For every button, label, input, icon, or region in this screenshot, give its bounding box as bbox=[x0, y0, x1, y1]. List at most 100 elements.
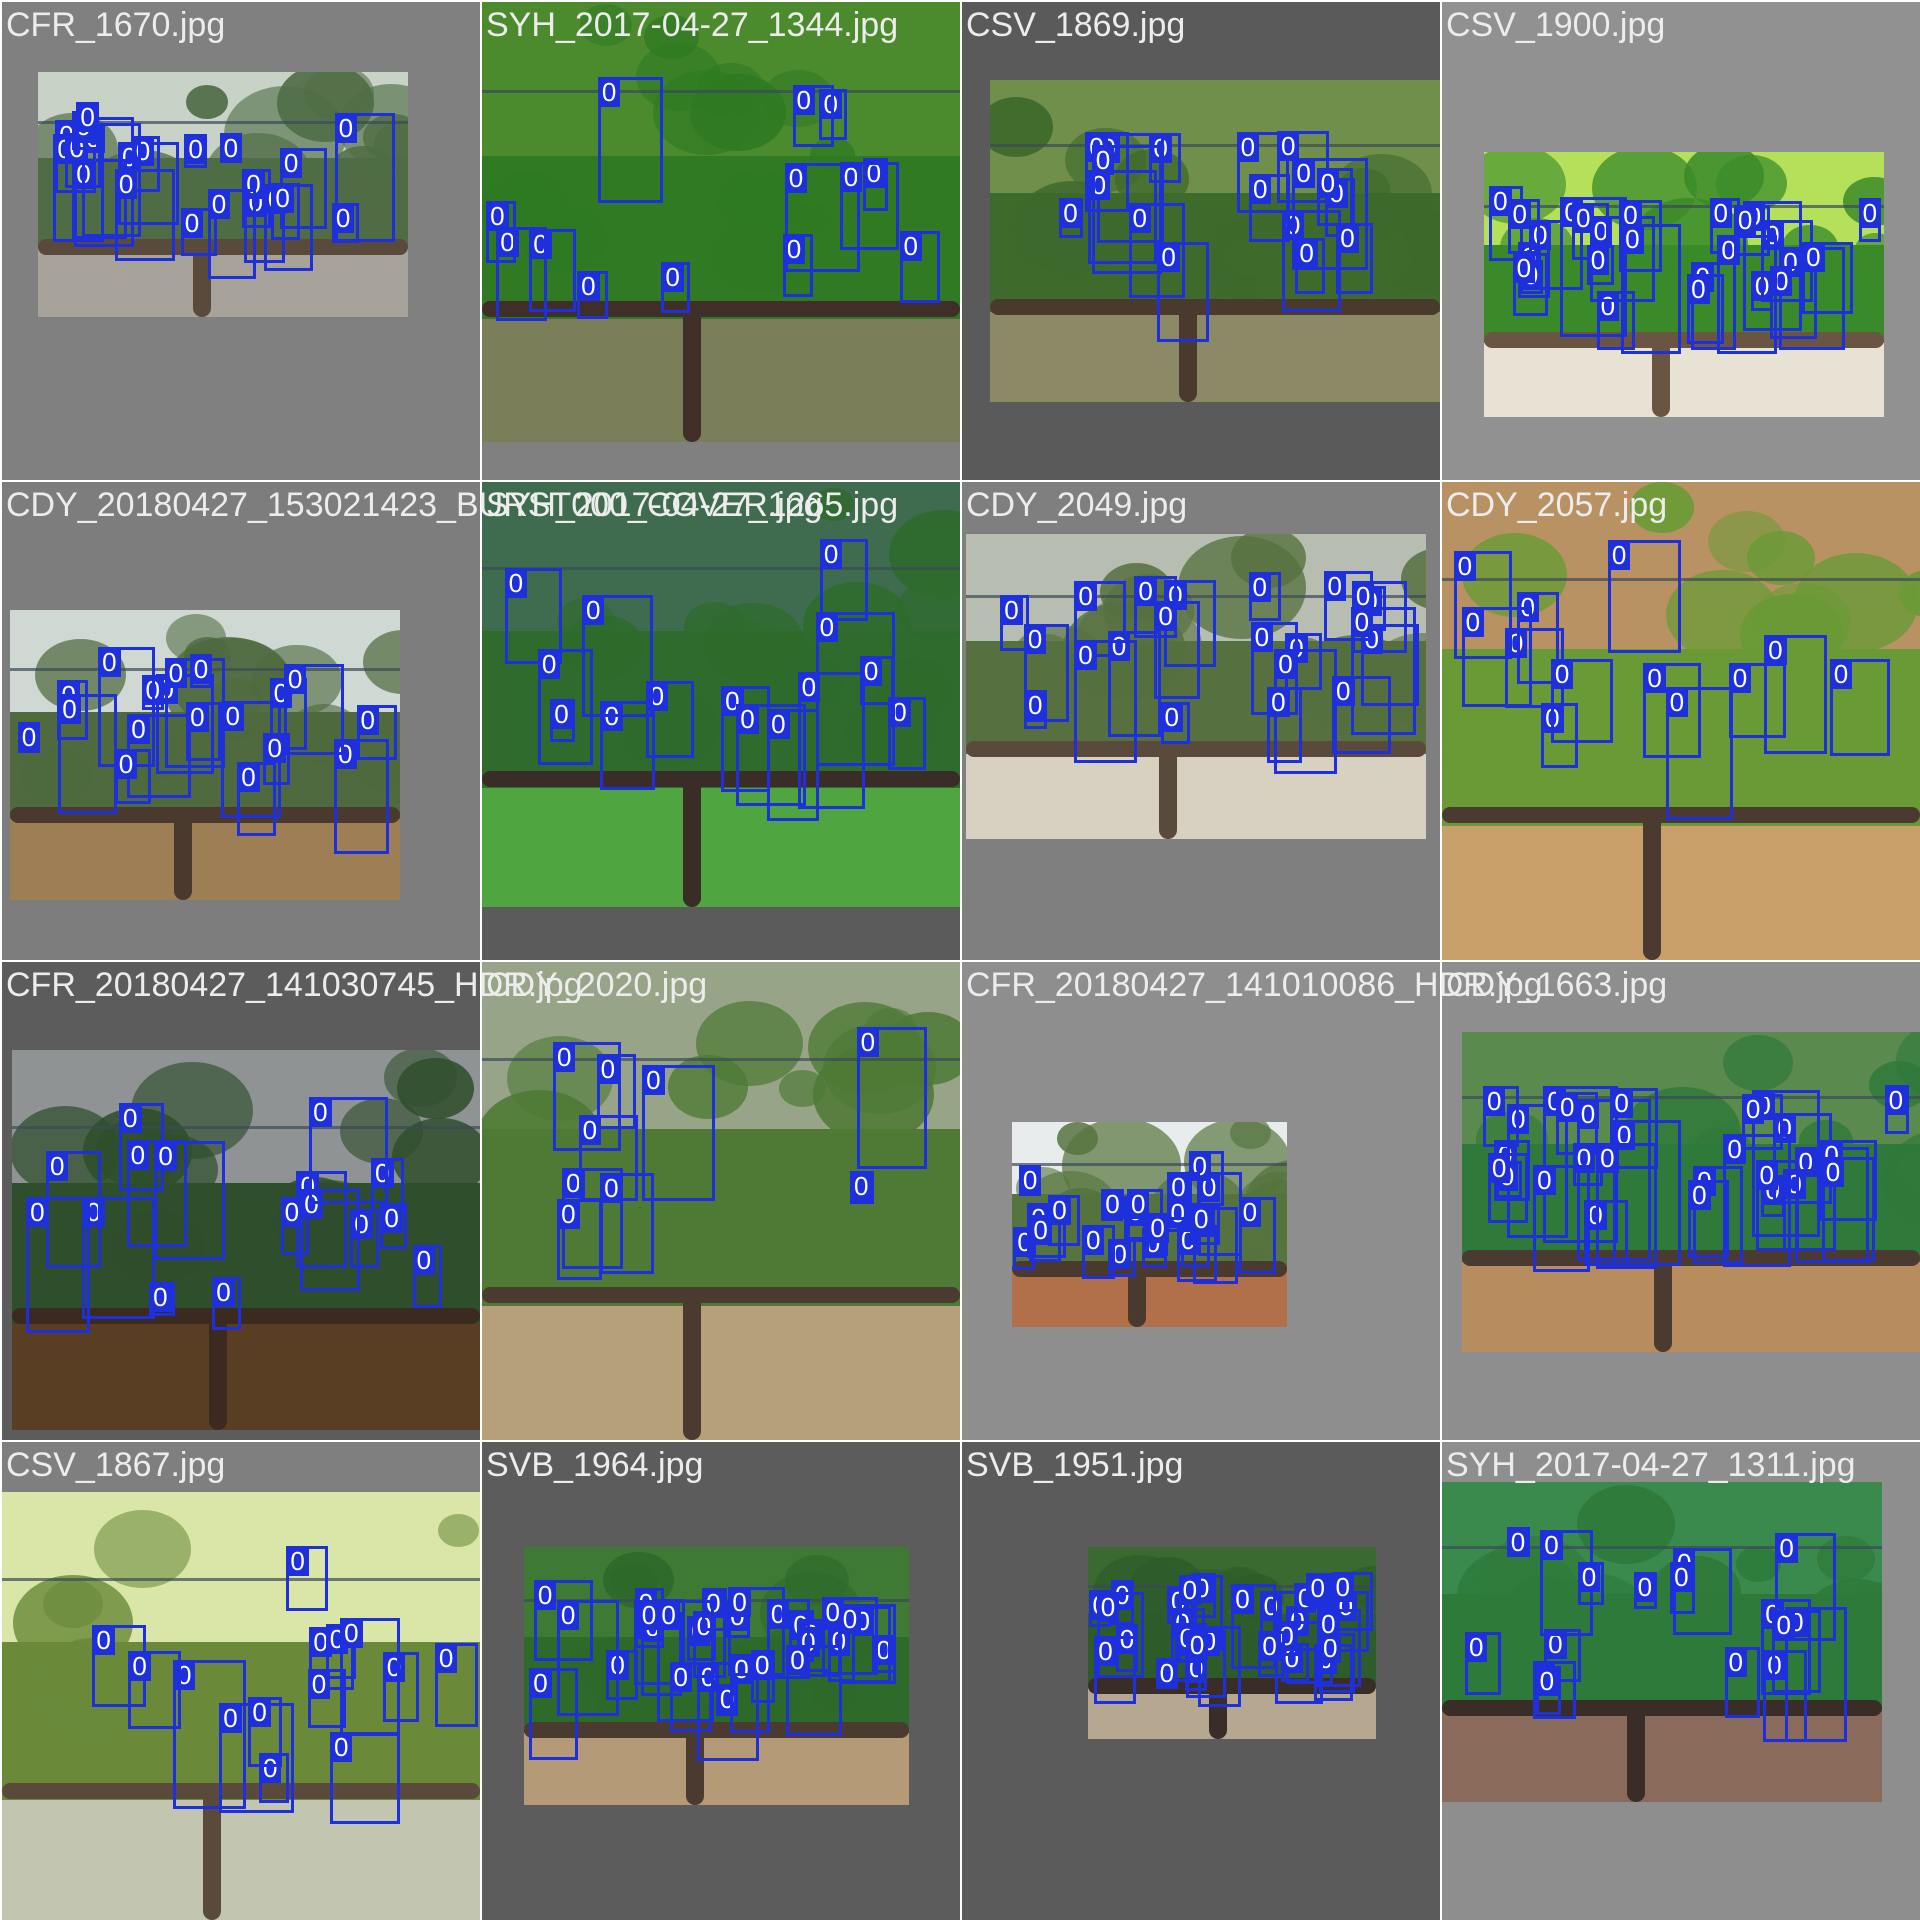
grape-bunch-bbox: 0 bbox=[248, 1697, 283, 1768]
class-label: 0 bbox=[1533, 1165, 1556, 1196]
grape-bunch-bbox: 0 bbox=[1724, 1646, 1761, 1718]
class-label: 0 bbox=[1018, 1165, 1042, 1196]
class-label: 0 bbox=[1000, 595, 1023, 626]
class-label: 0 bbox=[815, 612, 839, 643]
class-label: 0 bbox=[1665, 686, 1689, 717]
grape-bunch-bbox: 0 bbox=[1160, 701, 1190, 745]
class-label: 0 bbox=[1029, 1215, 1052, 1246]
image-tile: 000000000000000000CDY_20180427_153021423… bbox=[2, 482, 823, 960]
grape-bunch-bbox: 0 bbox=[1607, 539, 1681, 654]
grape-bunch-bbox: 0 bbox=[1155, 1658, 1179, 1690]
class-label: 0 bbox=[486, 201, 509, 232]
grape-bunch-bbox: 0 bbox=[1023, 623, 1069, 722]
class-label: 0 bbox=[434, 1643, 458, 1674]
grape-bunch-bbox: 0 bbox=[504, 567, 562, 664]
grape-bunch-bbox: 0 bbox=[45, 1150, 101, 1269]
class-label: 0 bbox=[728, 1587, 751, 1618]
grape-bunch-bbox: 0 bbox=[1755, 1160, 1800, 1252]
class-label: 0 bbox=[248, 1697, 271, 1728]
grape-bunch-bbox: 0 bbox=[334, 739, 390, 855]
grape-bunch-bbox: 0 bbox=[1858, 197, 1882, 243]
image-filename: CFR_1670.jpg bbox=[6, 6, 226, 44]
class-label: 0 bbox=[127, 713, 150, 744]
class-label: 0 bbox=[1166, 1197, 1189, 1228]
grape-bunch-bbox: 0 bbox=[1018, 1165, 1042, 1196]
class-label: 0 bbox=[1178, 1574, 1202, 1605]
class-label: 0 bbox=[58, 693, 81, 724]
class-label: 0 bbox=[1550, 658, 1574, 689]
grape-bunch-bbox: 0 bbox=[114, 169, 175, 261]
grape-bunch-bbox: 0 bbox=[550, 699, 576, 743]
grape-bunch-bbox: 0 bbox=[797, 671, 865, 809]
grape-bunch-bbox: 0 bbox=[1688, 1179, 1730, 1259]
grape-bunch-bbox: 0 bbox=[1277, 130, 1329, 203]
class-label: 0 bbox=[782, 234, 806, 265]
class-label: 0 bbox=[1764, 635, 1787, 666]
class-label: 0 bbox=[1082, 1225, 1105, 1256]
vineyard-photo bbox=[990, 80, 1440, 402]
class-label: 0 bbox=[26, 1196, 49, 1227]
grape-bunch-bbox: 0 bbox=[189, 653, 213, 689]
class-label: 0 bbox=[1489, 186, 1512, 217]
grape-bunch-bbox: 0 bbox=[309, 1097, 388, 1205]
class-label: 0 bbox=[186, 701, 209, 732]
grape-bunch-bbox: 0 bbox=[380, 1202, 408, 1250]
class-label: 0 bbox=[1267, 686, 1290, 717]
grape-bunch-bbox: 0 bbox=[792, 85, 835, 147]
grape-bunch-bbox: 0 bbox=[412, 1245, 442, 1309]
class-label: 0 bbox=[750, 1650, 774, 1681]
class-label: 0 bbox=[334, 739, 357, 770]
grape-bunch-bbox: 0 bbox=[1317, 1609, 1362, 1687]
class-label: 0 bbox=[1074, 640, 1097, 671]
grape-bunch-bbox: 0 bbox=[329, 1732, 400, 1825]
class-label: 0 bbox=[280, 1197, 304, 1228]
class-label: 0 bbox=[1465, 1632, 1488, 1663]
grape-bunch-bbox: 0 bbox=[533, 1579, 593, 1662]
class-label: 0 bbox=[1571, 203, 1595, 234]
grape-bunch-bbox: 0 bbox=[1741, 1094, 1783, 1151]
class-label: 0 bbox=[552, 1042, 576, 1073]
grape-bunch-bbox: 0 bbox=[1236, 131, 1289, 213]
image-tile: 0000000000000000SYH_2017-04-27_1311.jpg bbox=[1442, 1442, 1920, 1920]
grape-bunch-bbox: 0 bbox=[819, 539, 869, 621]
class-label: 0 bbox=[1074, 580, 1097, 611]
grape-bunch-bbox: 0 bbox=[1884, 1085, 1909, 1134]
grape-bunch-bbox: 0 bbox=[1728, 662, 1786, 739]
class-label: 0 bbox=[1238, 1197, 1262, 1228]
grape-bunch-bbox: 0 bbox=[154, 1141, 226, 1261]
grape-bunch-bbox: 0 bbox=[577, 271, 608, 320]
grape-bunch-bbox: 0 bbox=[1596, 1142, 1658, 1270]
grape-bunch-bbox: 0 bbox=[597, 76, 664, 204]
class-label: 0 bbox=[207, 188, 231, 219]
grape-bunch-bbox: 0 bbox=[859, 655, 894, 706]
class-label: 0 bbox=[1331, 1572, 1354, 1603]
image-filename: CSV_1900.jpg bbox=[1446, 6, 1666, 44]
class-label: 0 bbox=[76, 101, 99, 132]
grape-bunch-bbox: 0 bbox=[1483, 1086, 1519, 1148]
grape-bunch-bbox: 0 bbox=[1128, 203, 1186, 299]
class-label: 0 bbox=[859, 655, 883, 686]
grape-bunch-bbox: 0 bbox=[1544, 1628, 1581, 1683]
grape-bunch-bbox: 0 bbox=[839, 161, 899, 250]
grape-bunch-bbox: 0 bbox=[899, 230, 940, 304]
grape-bunch-bbox: 0 bbox=[340, 1618, 401, 1736]
grape-bunch-bbox: 0 bbox=[1516, 591, 1560, 684]
grape-bunch-bbox: 0 bbox=[259, 1752, 290, 1804]
grape-bunch-bbox: 0 bbox=[1248, 572, 1282, 621]
grape-bunch-bbox: 0 bbox=[637, 1600, 661, 1640]
class-label: 0 bbox=[1610, 1088, 1633, 1119]
class-label: 0 bbox=[1248, 174, 1272, 205]
class-label: 0 bbox=[1128, 203, 1152, 234]
class-label: 0 bbox=[126, 1140, 150, 1171]
grape-bunch-bbox: 0 bbox=[596, 1054, 637, 1129]
image-tile: 000000000000000000000000000CDY_1663.jpg bbox=[1442, 962, 1920, 1440]
grape-bunch-bbox: 0 bbox=[1550, 658, 1614, 744]
grape-bunch-bbox: 0 bbox=[219, 132, 243, 163]
grape-bunch-bbox: 0 bbox=[1048, 1195, 1081, 1246]
class-label: 0 bbox=[149, 1281, 172, 1312]
class-label: 0 bbox=[1670, 1561, 1693, 1592]
grape-bunch-bbox: 0 bbox=[642, 1064, 716, 1201]
